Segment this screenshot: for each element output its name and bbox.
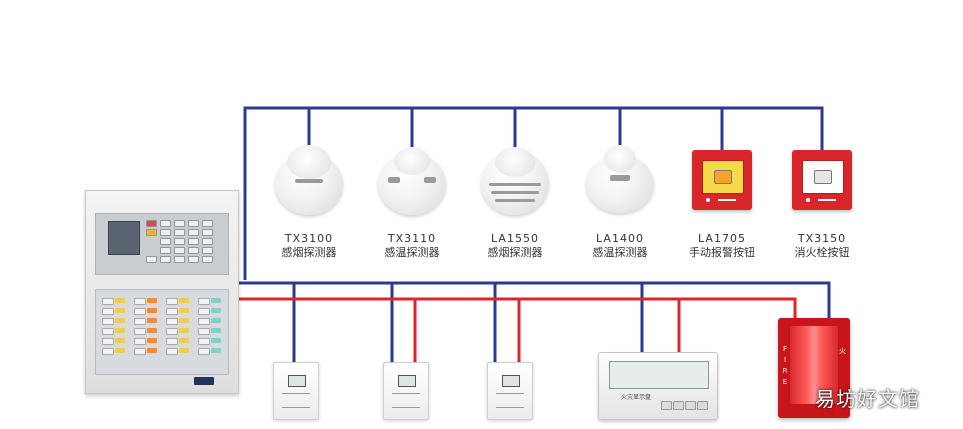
panel-lcd-screen: [108, 221, 140, 255]
panel-keypad-area: [95, 213, 229, 275]
detector-loop-wire: [243, 106, 824, 280]
fire-display-panel-icon: 火灾显示盘: [598, 352, 718, 420]
heat-detector-icon: [586, 145, 654, 217]
indicator-column-4: [198, 298, 224, 370]
device-name: 感烟探测器: [487, 246, 543, 259]
panel-indicator-area: [95, 289, 229, 375]
strobe-cn-text: 火: [839, 347, 846, 355]
fire-alarm-control-panel-icon: [85, 190, 239, 394]
heat-detector-icon: [378, 145, 446, 217]
panel-brand-badge: [194, 377, 214, 385]
display-lcd: [609, 361, 709, 389]
display-buttons: [661, 401, 711, 410]
smoke-detector-icon: [481, 145, 549, 217]
model-code: TX3150: [797, 232, 847, 245]
indicator-column-2: [134, 298, 160, 370]
device-name: 感温探测器: [384, 246, 440, 259]
label-detector-5: LA1705 手动报警按钮: [667, 232, 777, 260]
io-module-icon: [273, 362, 319, 420]
indicator-column-3: [166, 298, 192, 370]
model-code: LA1705: [698, 232, 746, 245]
hydrant-button-icon: [792, 150, 852, 210]
io-module-icon: [487, 362, 533, 420]
device-name: 消火栓按钮: [794, 246, 850, 259]
indicator-column-1: [102, 298, 128, 370]
panel-keypad: [146, 220, 224, 268]
label-detector-2: TX3110 感温探测器: [357, 232, 467, 260]
model-code: LA1550: [491, 232, 539, 245]
module-bus-wire: [237, 281, 831, 322]
model-code: TX3110: [387, 232, 437, 245]
callpoint-indicator-icon: [706, 198, 736, 202]
strobe-lens: [790, 326, 838, 404]
device-name: 感温探测器: [592, 246, 648, 259]
device-name: 感烟探测器: [281, 246, 337, 259]
label-detector-3: LA1550 感烟探测器: [460, 232, 570, 260]
label-detector-6: TX3150 消火栓按钮: [767, 232, 877, 260]
label-detector-4: LA1400 感温探测器: [565, 232, 675, 260]
watermark: 易坊好文馆: [815, 387, 920, 411]
power-wire: [237, 297, 797, 322]
device-name: 手动报警按钮: [689, 246, 755, 259]
manual-call-point-icon: [692, 150, 752, 210]
smoke-detector-icon: [275, 145, 343, 217]
display-panel-title: 火灾显示盘: [621, 394, 652, 401]
label-detector-1: TX3100 感烟探测器: [254, 232, 364, 260]
model-code: TX3100: [284, 232, 334, 245]
io-module-icon: [383, 362, 429, 420]
hydrant-indicator-icon: [806, 198, 836, 202]
model-code: LA1400: [596, 232, 644, 245]
